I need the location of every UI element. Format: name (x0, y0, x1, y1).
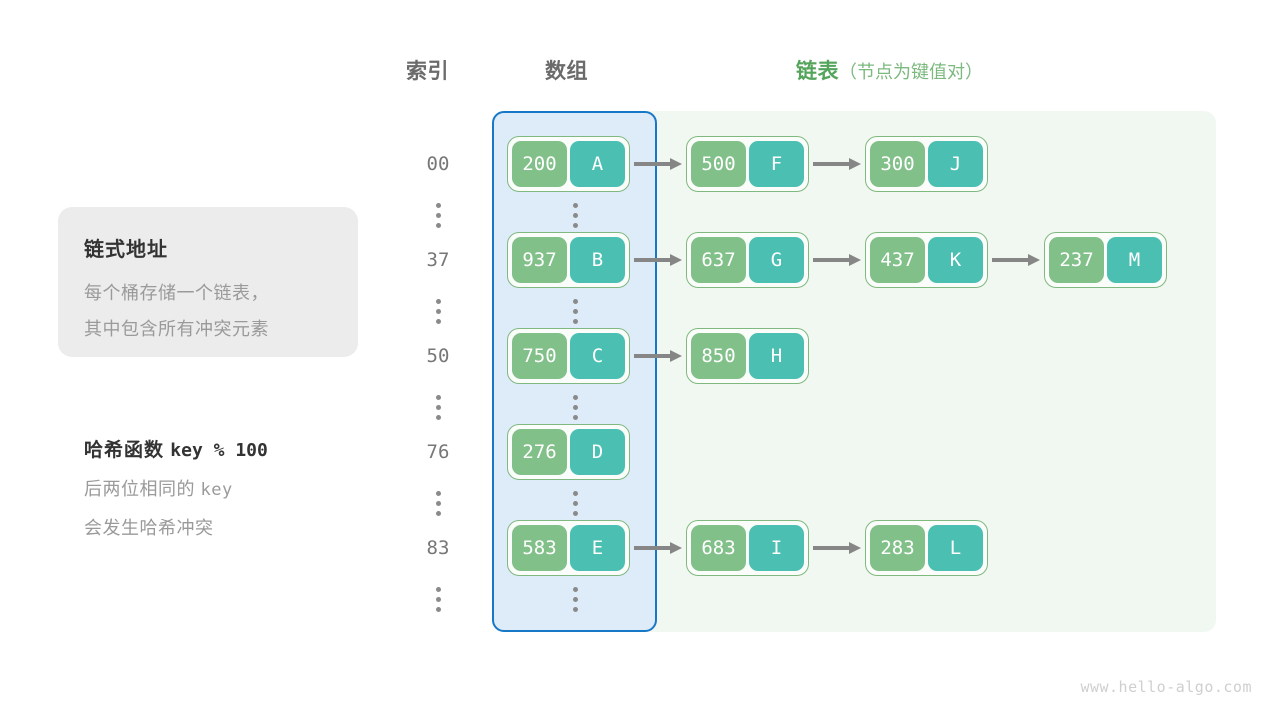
node-value: F (749, 141, 804, 187)
chain-arrow-icon (809, 542, 865, 554)
row-index-label: 50 (426, 345, 450, 367)
array-ellipsis-icon (565, 578, 585, 620)
node-key: 937 (512, 237, 567, 283)
chain-arrow-icon (630, 542, 686, 554)
hash-function-line-1-code: key (200, 480, 233, 500)
node-value: I (749, 525, 804, 571)
node-key: 750 (512, 333, 567, 379)
chain-arrow-icon (809, 158, 865, 170)
node-value: J (928, 141, 983, 187)
column-header-linkedlist: 链表（节点为键值对） (796, 55, 983, 85)
index-ellipsis-icon (428, 194, 448, 236)
ellipsis-row (0, 578, 1280, 620)
node-key: 583 (512, 525, 567, 571)
column-header-linkedlist-label: 链表 (796, 60, 839, 83)
node-value: D (570, 429, 625, 475)
row-index-label: 00 (426, 153, 450, 175)
array-ellipsis-icon (565, 194, 585, 236)
hash-function-title-label: 哈希函数 (84, 440, 165, 461)
node-value: K (928, 237, 983, 283)
hash-function-line-1-text: 后两位相同的 (84, 479, 195, 499)
column-header-array: 数组 (545, 55, 588, 85)
info-card-title: 链式地址 (84, 239, 168, 261)
node-key: 683 (691, 525, 746, 571)
node-value: H (749, 333, 804, 379)
hash-function-line-2: 会发生哈希冲突 (84, 518, 214, 538)
info-card-line-2: 其中包含所有冲突元素 (84, 319, 269, 339)
ellipsis-row (0, 386, 1280, 428)
index-ellipsis-icon (428, 290, 448, 332)
node-key: 437 (870, 237, 925, 283)
column-header-index-label: 索引 (406, 60, 449, 83)
row-index-label: 83 (426, 537, 450, 559)
node-value: M (1107, 237, 1162, 283)
hash-function-expression: key % 100 (170, 440, 268, 461)
node-value: L (928, 525, 983, 571)
chain-arrow-icon (809, 254, 865, 266)
node-key: 237 (1049, 237, 1104, 283)
node-value: E (570, 525, 625, 571)
node-key: 200 (512, 141, 567, 187)
chain-arrow-icon (630, 158, 686, 170)
array-ellipsis-icon (565, 290, 585, 332)
array-ellipsis-icon (565, 482, 585, 524)
info-card-line-1: 每个桶存储一个链表， (84, 283, 269, 303)
info-card-chaining: 链式地址 每个桶存储一个链表， 其中包含所有冲突元素 (58, 207, 358, 357)
node-value: A (570, 141, 625, 187)
ellipsis-row (0, 482, 1280, 524)
chain-arrow-icon (630, 350, 686, 362)
chain-arrow-icon (988, 254, 1044, 266)
node-key: 283 (870, 525, 925, 571)
ellipsis-row (0, 194, 1280, 236)
column-header-array-label: 数组 (545, 60, 588, 83)
node-key: 500 (691, 141, 746, 187)
watermark: www.hello-algo.com (1080, 678, 1252, 696)
index-ellipsis-icon (428, 578, 448, 620)
node-value: B (570, 237, 625, 283)
node-key: 850 (691, 333, 746, 379)
node-value: G (749, 237, 804, 283)
row-index-label: 76 (426, 441, 450, 463)
node-key: 300 (870, 141, 925, 187)
ellipsis-row (0, 290, 1280, 332)
array-ellipsis-icon (565, 386, 585, 428)
hash-function-line-1: 后两位相同的 key (84, 475, 268, 501)
row-index-label: 37 (426, 249, 450, 271)
index-ellipsis-icon (428, 386, 448, 428)
node-value: C (570, 333, 625, 379)
column-header-index: 索引 (406, 55, 449, 85)
column-header-linkedlist-sublabel: （节点为键值对） (839, 62, 983, 82)
node-key: 637 (691, 237, 746, 283)
index-ellipsis-icon (428, 482, 448, 524)
node-key: 276 (512, 429, 567, 475)
hash-function-note: 哈希函数 key % 100 后两位相同的 key 会发生哈希冲突 (84, 435, 268, 540)
hash-function-title: 哈希函数 key % 100 (84, 435, 268, 462)
chain-arrow-icon (630, 254, 686, 266)
